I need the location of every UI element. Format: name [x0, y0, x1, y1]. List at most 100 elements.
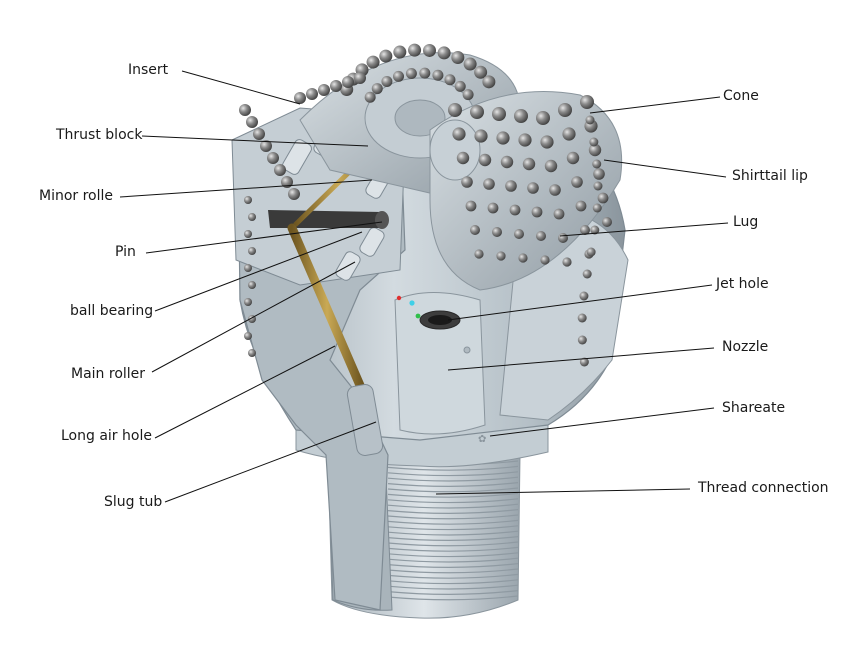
- label-ball-bearing: ball bearing: [70, 303, 154, 319]
- insert-tooth: [492, 107, 506, 121]
- label-jet-hole: Jet hole: [716, 276, 769, 292]
- insert-tooth: [577, 313, 587, 323]
- insert-tooth: [454, 80, 466, 92]
- leader-lines: [119, 70, 729, 503]
- insert-tooth: [540, 135, 554, 149]
- thread-ridge: [387, 573, 519, 579]
- label-long-air-hole: Long air hole: [61, 428, 152, 444]
- insert-tooth: [540, 255, 550, 265]
- insert-tooth: [246, 116, 258, 128]
- insert-tooth: [244, 196, 252, 204]
- insert-tooth: [593, 181, 603, 191]
- insert-tooth: [592, 159, 602, 169]
- thread-ridge: [387, 595, 519, 601]
- thread-ridge: [387, 519, 519, 525]
- thread-ridge: [387, 579, 519, 585]
- insert-tooth: [405, 68, 417, 80]
- label-shirttail-lip: Shirttail lip: [732, 168, 808, 184]
- thread-ridge: [387, 498, 519, 504]
- insert-tooth: [244, 230, 252, 238]
- thread-ridge: [387, 590, 519, 595]
- insert-tooth: [393, 45, 407, 59]
- insert-tooth: [330, 80, 342, 92]
- insert-tooth: [470, 105, 484, 119]
- thread-ridge: [387, 563, 519, 568]
- label-nozzle: Nozzle: [722, 339, 769, 355]
- insert-tooth: [496, 251, 506, 261]
- insert-tooth: [478, 153, 492, 167]
- insert-tooth: [248, 281, 256, 289]
- insert-tooth: [580, 225, 590, 235]
- thread-ridge: [387, 525, 519, 531]
- insert-tooth: [288, 188, 300, 200]
- insert-tooth: [558, 103, 572, 117]
- thread-ridge: [387, 503, 519, 509]
- insert-tooth: [590, 225, 600, 235]
- insert-tooth: [566, 151, 580, 165]
- insert-tooth: [482, 75, 496, 89]
- insert-tooth: [306, 88, 318, 100]
- insert-tooth: [474, 129, 488, 143]
- thread-ridge: [387, 492, 519, 498]
- insert-tooth: [437, 46, 451, 60]
- insert-tooth: [248, 247, 256, 255]
- insert-tooth: [474, 249, 484, 259]
- insert-tooth: [381, 75, 393, 87]
- insert-tooth: [444, 74, 456, 86]
- label-lug: Lug: [733, 214, 759, 230]
- insert-tooth: [500, 155, 514, 169]
- insert-tooth: [281, 176, 293, 188]
- insert-tooth: [571, 176, 583, 188]
- insert-tooth: [580, 95, 594, 109]
- insert-tooth: [239, 104, 251, 116]
- label-insert: Insert: [128, 62, 169, 78]
- insert-tooth: [487, 202, 499, 214]
- insert-tooth: [522, 157, 536, 171]
- insert-tooth: [558, 233, 568, 243]
- insert-tooth: [274, 164, 286, 176]
- insert-tooth: [461, 176, 473, 188]
- insert-tooth: [589, 137, 599, 147]
- insert-tooth: [536, 111, 550, 125]
- insert-tooth: [579, 291, 589, 301]
- insert-tooth: [514, 109, 528, 123]
- insert-tooth: [463, 57, 477, 71]
- insert-tooth: [244, 264, 252, 272]
- label-slug-tub: Slug tub: [104, 494, 163, 510]
- insert-tooth: [393, 70, 405, 82]
- insert-tooth: [562, 127, 576, 141]
- insert-tooth: [509, 204, 521, 216]
- insert-tooth: [342, 76, 354, 88]
- insert-tooth: [536, 231, 546, 241]
- insert-tooth: [544, 159, 558, 173]
- svg-text:✿: ✿: [478, 434, 486, 445]
- insert-tooth: [260, 140, 272, 152]
- insert-tooth: [579, 357, 589, 367]
- insert-tooth: [575, 200, 587, 212]
- label-thrust-block: Thrust block: [56, 127, 143, 143]
- insert-tooth: [549, 184, 561, 196]
- label-minor-rolle: Minor rolle: [39, 188, 114, 204]
- insert-tooth: [294, 92, 306, 104]
- insert-tooth: [531, 206, 543, 218]
- insert-tooth: [518, 253, 528, 263]
- label-cone: Cone: [723, 88, 759, 104]
- thread-ridge: [387, 530, 519, 536]
- thread-ridge: [387, 465, 519, 471]
- insert-tooth: [527, 182, 539, 194]
- insert-tooth: [419, 67, 431, 79]
- insert-tooth: [577, 335, 587, 345]
- insert-tooth: [456, 151, 470, 165]
- thread-ridge: [387, 509, 519, 514]
- thread-ridge: [387, 546, 519, 552]
- insert-tooth: [451, 51, 465, 65]
- thread-ridge: [387, 476, 519, 482]
- insert-tooth: [505, 180, 517, 192]
- inserts: [239, 43, 612, 367]
- insert-tooth: [452, 127, 466, 141]
- label-thread-connection: Thread connection: [698, 480, 829, 496]
- insert-tooth: [602, 217, 612, 227]
- label-pin: Pin: [115, 244, 136, 260]
- insert-tooth: [267, 152, 279, 164]
